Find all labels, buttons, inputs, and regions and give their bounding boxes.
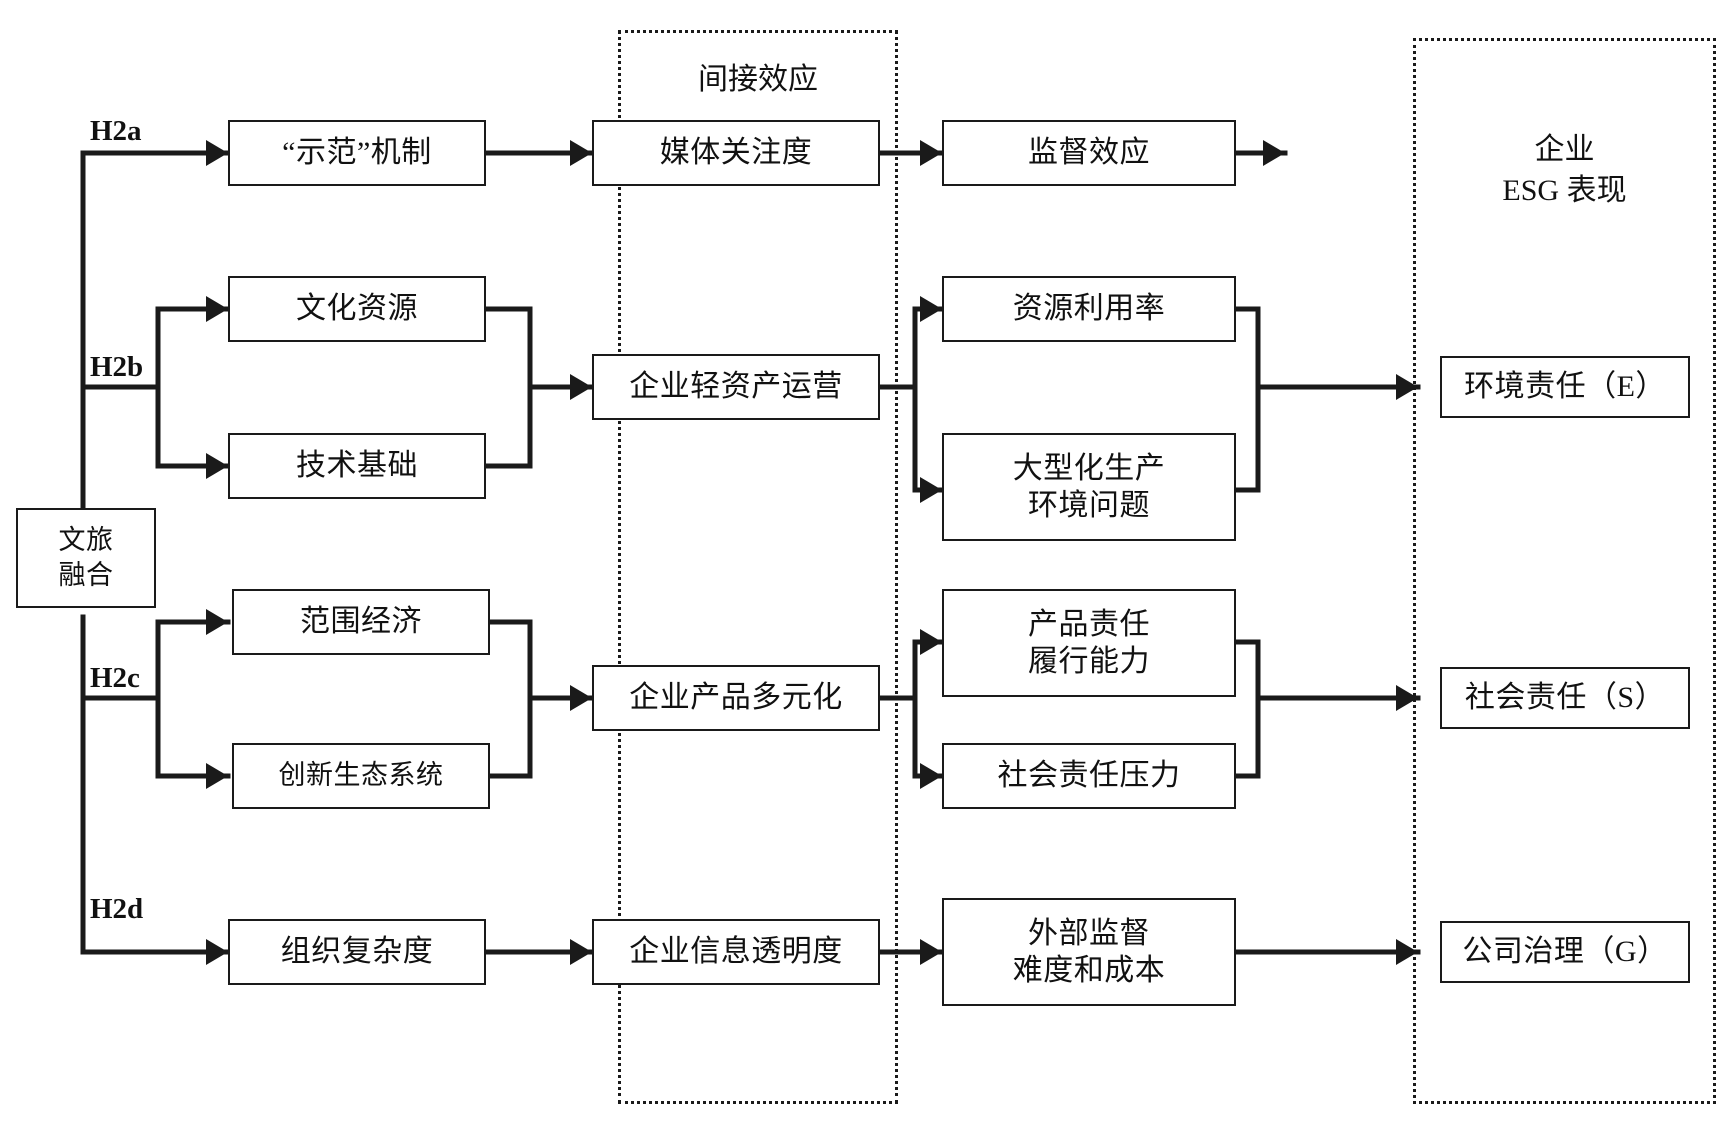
node-media-attention[interactable]: 媒体关注度 xyxy=(592,120,880,186)
node-source-cultural-tourism-integration[interactable]: 文旅 融合 xyxy=(16,508,156,608)
node-resource-utilization-rate[interactable]: 资源利用率 xyxy=(942,276,1236,342)
node-innovation-ecosystem[interactable]: 创新生态系统 xyxy=(232,743,490,809)
node-asset-light-operation[interactable]: 企业轻资产运营 xyxy=(592,354,880,420)
arrow-to-environmental-responsibility xyxy=(1396,374,1418,400)
node-information-transparency[interactable]: 企业信息透明度 xyxy=(592,919,880,985)
arrow-h2a-to-demonstration xyxy=(206,140,228,166)
hypothesis-label-h2a: H2a xyxy=(90,115,142,147)
arrow-h2c-to-innovation-ecosystem xyxy=(206,763,228,789)
node-cultural-resources[interactable]: 文化资源 xyxy=(228,276,486,342)
arrow-h2d-to-org-complexity xyxy=(206,939,228,965)
arrow-diversify-to-social-pressure xyxy=(920,763,942,789)
arrow-to-corporate-governance xyxy=(1396,939,1418,965)
node-environmental-responsibility-e[interactable]: 环境责任（E） xyxy=(1440,356,1690,418)
group-indirect-effects-label: 间接效应 xyxy=(698,63,818,96)
node-demonstration-mechanism[interactable]: “示范”机制 xyxy=(228,120,486,186)
arrow-media-to-supervision xyxy=(920,140,942,166)
group-esg-label: 企业 ESG 表现 xyxy=(1502,133,1627,207)
node-scope-economy[interactable]: 范围经济 xyxy=(232,589,490,655)
arrow-demonstration-to-media-attention xyxy=(570,140,592,166)
arrow-transparency-to-external-supervision xyxy=(920,939,942,965)
arrow-h2b-to-cultural-resources xyxy=(206,296,228,322)
hypothesis-label-h2b: H2b xyxy=(90,351,144,383)
hypothesis-label-h2c: H2c xyxy=(90,662,140,694)
node-product-diversification[interactable]: 企业产品多元化 xyxy=(592,665,880,731)
arrow-h2c-to-scope-economy xyxy=(206,609,228,635)
arrow-resources-to-asset-light xyxy=(570,374,592,400)
group-esg-boundary xyxy=(1413,38,1716,1104)
node-external-supervision-difficulty-cost[interactable]: 外部监督 难度和成本 xyxy=(942,898,1236,1006)
node-supervision-effect[interactable]: 监督效应 xyxy=(942,120,1236,186)
arrow-supervision-to-esg xyxy=(1263,140,1285,166)
node-organizational-complexity[interactable]: 组织复杂度 xyxy=(228,919,486,985)
arrow-diversify-to-product-liability xyxy=(920,629,942,655)
node-large-scale-production-environment-issue[interactable]: 大型化生产 环境问题 xyxy=(942,433,1236,541)
group-indirect-effects-boundary xyxy=(618,30,898,1104)
node-social-responsibility-s[interactable]: 社会责任（S） xyxy=(1440,667,1690,729)
node-product-liability-capability[interactable]: 产品责任 履行能力 xyxy=(942,589,1236,697)
arrow-to-social-responsibility xyxy=(1396,685,1418,711)
arrow-assetlight-to-scale-env xyxy=(920,477,942,503)
node-technology-foundation[interactable]: 技术基础 xyxy=(228,433,486,499)
node-social-responsibility-pressure[interactable]: 社会责任压力 xyxy=(942,743,1236,809)
arrow-scope-to-diversification xyxy=(570,685,592,711)
arrow-complexity-to-transparency xyxy=(570,939,592,965)
hypothesis-label-h2d: H2d xyxy=(90,893,144,925)
node-corporate-governance-g[interactable]: 公司治理（G） xyxy=(1440,921,1690,983)
arrow-assetlight-to-utilization xyxy=(920,296,942,322)
arrow-h2b-to-tech-foundation xyxy=(206,453,228,479)
